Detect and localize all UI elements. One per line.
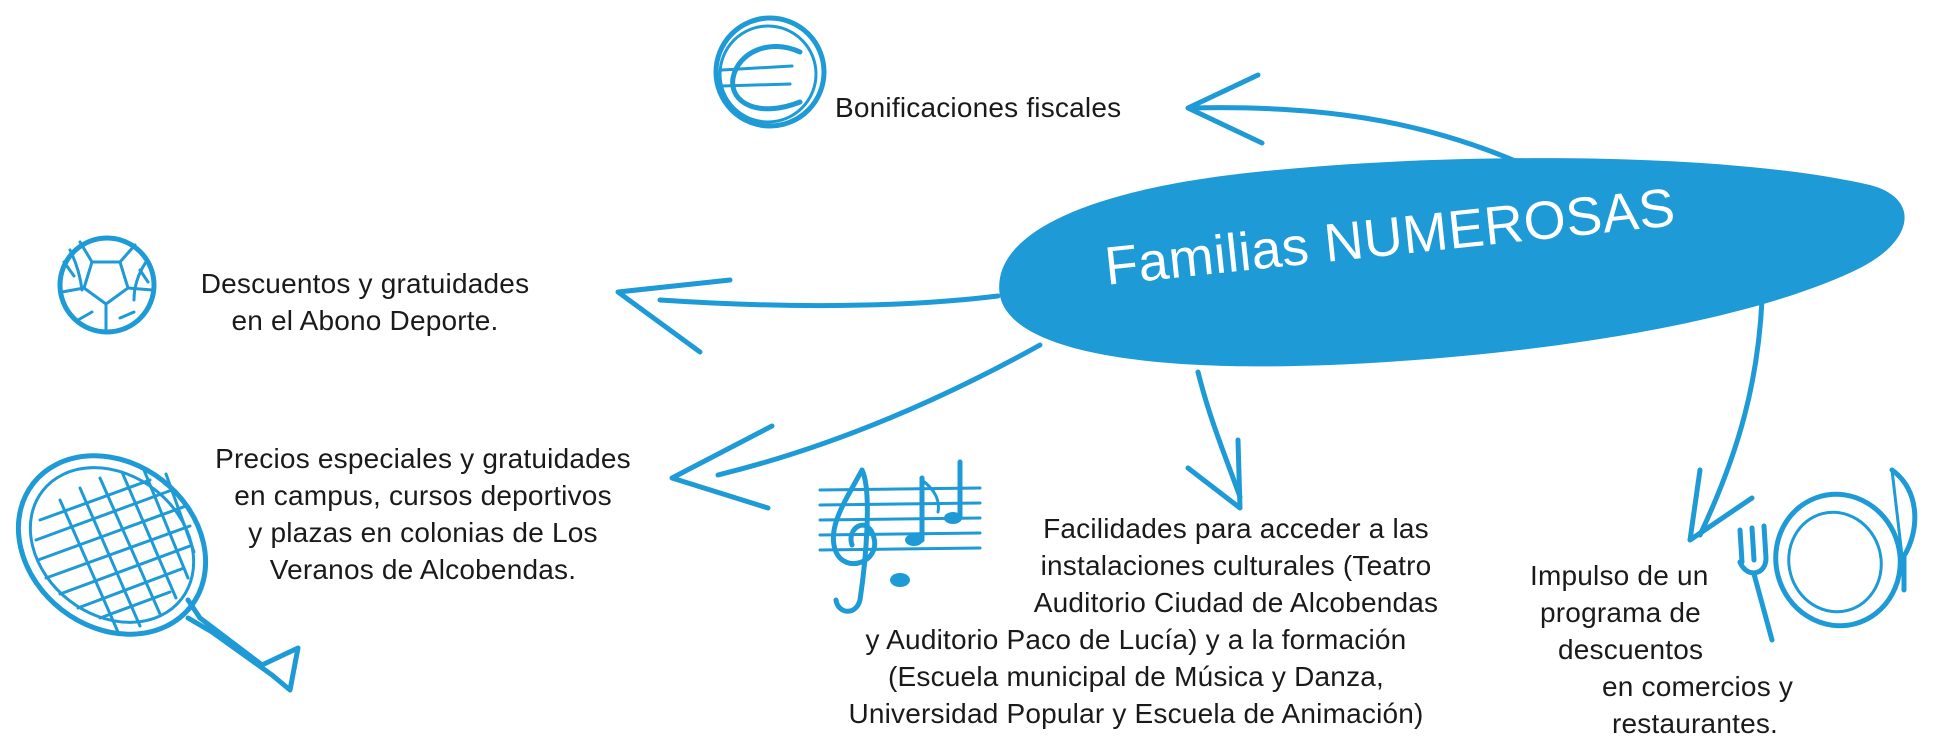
text-commerce: Impulso de un programa de descuentos en …	[1530, 557, 1793, 742]
text-line: y Auditorio Paco de Lucía) y a la formac…	[865, 624, 1407, 655]
euro-icon	[713, 15, 827, 129]
text-line: en el Abono Deporte.	[231, 305, 499, 336]
plate-cutlery-icon	[1737, 467, 1918, 643]
text-line: Veranos de Alcobendas.	[269, 554, 577, 585]
arrow-commerce	[1687, 297, 1765, 543]
text-culture: Facilidades para acceder a las instalaci…	[806, 510, 1466, 732]
soccer-ball-icon	[57, 235, 157, 335]
text-line: programa de	[1540, 597, 1701, 628]
text-line: y plazas en colonias de Los	[248, 517, 598, 548]
text-line: en comercios y	[1602, 671, 1794, 702]
text-line: Precios especiales y gratuidades	[215, 443, 631, 474]
text-line: Universidad Popular y Escuela de Animaci…	[848, 698, 1424, 729]
music-notes-icon	[818, 459, 982, 614]
arrow-sport	[615, 277, 1001, 355]
text-line: en campus, cursos deportivos	[234, 480, 612, 511]
arrow-fiscal	[1185, 72, 1523, 166]
text-campus: Precios especiales y gratuidades en camp…	[178, 440, 668, 588]
text-line: (Escuela municipal de Música y Danza,	[887, 661, 1385, 692]
central-ellipse	[999, 158, 1905, 367]
arrow-culture	[1185, 369, 1243, 511]
text-line: Facilidades para acceder a las	[1043, 513, 1429, 544]
text-line: descuentos	[1558, 634, 1704, 665]
text-line: instalaciones culturales (Teatro	[1040, 550, 1432, 581]
text-line: restaurantes.	[1612, 708, 1779, 739]
text-line: Bonificaciones fiscales	[835, 92, 1122, 123]
arrow-campus	[669, 342, 1043, 511]
text-line: Auditorio Ciudad de Alcobendas	[1033, 587, 1439, 618]
text-line: Impulso de un	[1530, 560, 1709, 591]
tennis-racket-icon	[15, 453, 301, 693]
text-fiscal: Bonificaciones fiscales	[835, 89, 1121, 126]
text-sport: Descuentos y gratuidades en el Abono Dep…	[170, 265, 560, 339]
text-line: Descuentos y gratuidades	[200, 268, 530, 299]
